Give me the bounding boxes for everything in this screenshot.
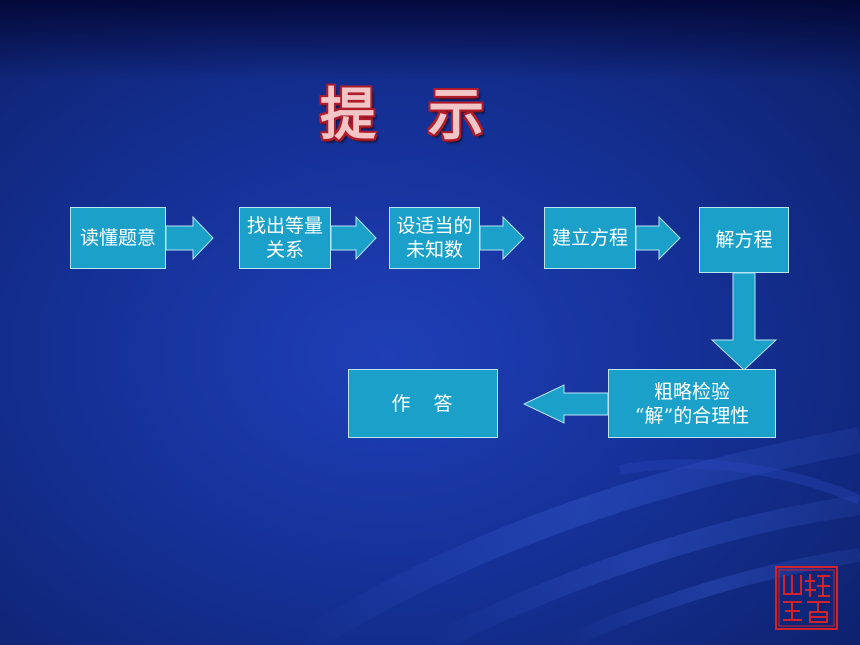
step-find-equality: 找出等量 关系: [239, 207, 331, 269]
step-label: 解方程: [715, 229, 773, 251]
seal-stamp-icon: [775, 566, 838, 630]
top-shade: [0, 0, 860, 80]
step-label: 设适当的 未知数: [396, 215, 473, 261]
step-label: 读懂题意: [79, 227, 156, 249]
step-build-equation: 建立方程: [544, 207, 636, 269]
step-solve-equation: 解方程: [699, 207, 789, 273]
arrow-2-to-3: [330, 215, 377, 261]
step-check-solution: 粗略检验 “解”的合理性: [608, 369, 776, 438]
arrow-6-to-7: [522, 384, 609, 424]
step-label: 粗略检验 “解”的合理性: [634, 380, 750, 427]
arrow-1-to-2: [165, 215, 214, 261]
step-label: 作 答: [391, 392, 455, 415]
slide-title: 提 示: [300, 70, 510, 148]
title-char-2: 示: [428, 82, 486, 148]
step-label: 找出等量 关系: [246, 215, 323, 261]
step-set-unknown: 设适当的 未知数: [389, 207, 480, 269]
step-answer: 作 答: [348, 369, 498, 438]
title-char-1: 提: [320, 82, 378, 148]
step-label: 建立方程: [551, 227, 628, 249]
step-read-problem: 读懂题意: [70, 207, 166, 269]
arrow-4-to-5: [635, 215, 681, 261]
arrow-5-to-6: [710, 272, 778, 371]
arrow-3-to-4: [479, 215, 525, 261]
